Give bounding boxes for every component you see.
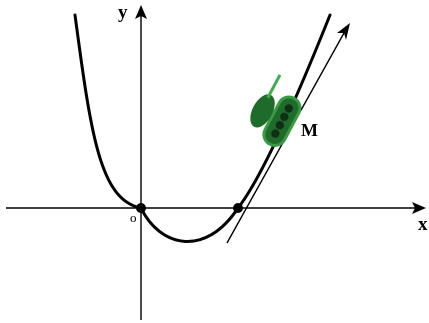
tank-turret	[250, 94, 275, 128]
tank-wheel	[284, 104, 293, 113]
y-axis-arrow-icon	[135, 5, 147, 19]
tangent-arrow-icon	[337, 23, 350, 40]
intersection-point	[233, 203, 243, 213]
axes	[6, 5, 426, 320]
tank-wheel	[280, 112, 289, 122]
x-axis-label: x	[418, 214, 428, 235]
tank-wheel	[271, 129, 280, 138]
tank-gun	[266, 74, 282, 99]
point-m-label: M	[301, 120, 318, 140]
y-axis-label: y	[118, 2, 128, 23]
x-axis-arrow-icon	[412, 202, 426, 214]
tank-wheel	[275, 120, 285, 130]
origin-label: o	[130, 210, 137, 225]
origin-point	[136, 203, 146, 213]
tank-icon	[250, 74, 302, 147]
